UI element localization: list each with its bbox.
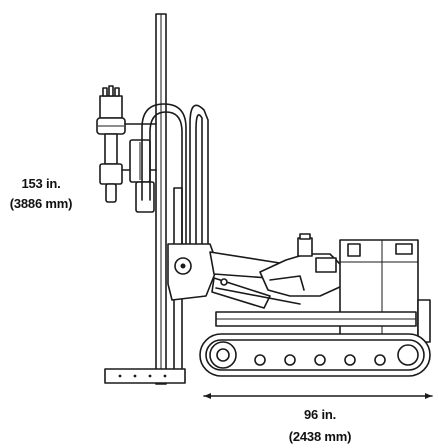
chassis [215,299,431,343]
height-millimeters: (3886 mm) [9,196,73,211]
height-inches: 153 in. [21,176,61,191]
hose-loops [141,103,209,263]
width-dimension-label: 96 in. (2438 mm) [260,404,380,448]
width-millimeters: (2438 mm) [288,429,352,444]
width-inches: 96 in. [303,407,337,422]
drill-head [96,85,157,213]
height-dimension-label: 153 in. (3886 mm) [0,174,82,214]
engine [259,233,343,297]
mast-foot [104,368,186,384]
width-dimension-line [203,393,433,399]
mast [155,13,183,385]
crawler-track [199,333,431,377]
